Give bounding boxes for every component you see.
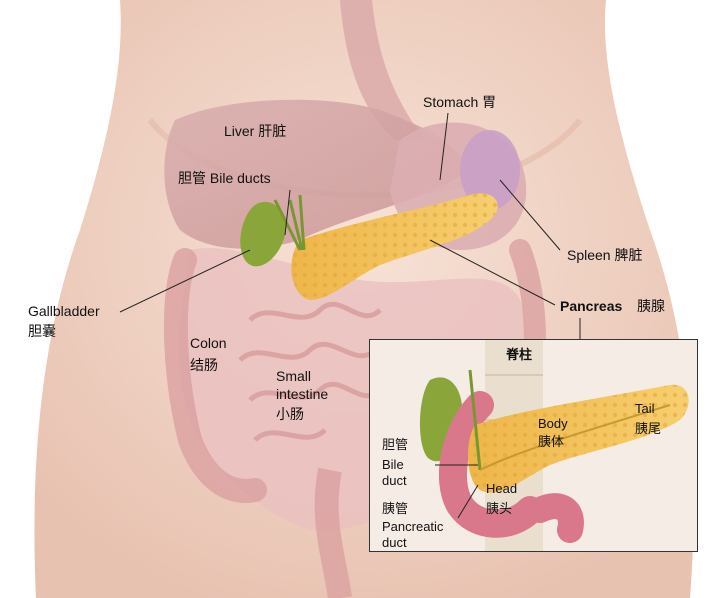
colon	[163, 248, 267, 503]
label-liver: Liver 肝脏	[224, 123, 287, 139]
esophagus	[340, 0, 425, 140]
inset-pancreatic-duct	[479, 404, 671, 471]
pancreas-inset: 脊柱 Body 胰体 Tail 胰尾 Head 胰头 胆管 Bile duct …	[369, 339, 698, 552]
label-bile-ducts: 胆管 Bile ducts	[178, 170, 271, 186]
inset-label-body-en: Body	[538, 416, 568, 431]
inset-label-body-zh: 胰体	[538, 434, 565, 449]
leader-lines	[119, 112, 581, 345]
inset-bile-duct	[468, 369, 482, 471]
label-gallbladder-en: Gallbladder	[28, 303, 100, 319]
label-pancreas-en: Pancreas	[560, 298, 623, 314]
label-small-intestine-1: Small	[276, 368, 312, 384]
spleen	[460, 130, 520, 210]
label-spleen: Spleen 脾脏	[567, 247, 643, 263]
inset-label-spine: 脊柱	[506, 347, 533, 362]
inset-label-pancreatic-duct-2: duct	[382, 535, 407, 550]
label-small-intestine-zh: 小肠	[276, 406, 304, 422]
gallbladder	[240, 201, 286, 267]
rectum	[314, 467, 352, 598]
liver	[164, 99, 470, 249]
inset-label-head-en: Head	[486, 481, 518, 496]
label-stomach: Stomach 胃	[423, 94, 497, 110]
small-intestine	[238, 301, 382, 442]
inset-label-tail-en: Tail	[635, 401, 655, 416]
inset-label-bile-duct-zh: 胆管	[382, 437, 409, 452]
inset-label-head-zh: 胰头	[486, 501, 513, 516]
label-gallbladder-zh: 胆囊	[28, 323, 56, 339]
inset-label-tail-zh: 胰尾	[635, 421, 662, 436]
label-pancreas-zh: 胰腺	[637, 298, 665, 314]
inset-label-pancreatic-duct-1: Pancreatic	[382, 519, 444, 534]
inset-label-bile-duct-2: duct	[382, 473, 407, 488]
label-colon-zh: 结肠	[190, 357, 218, 373]
duodenum	[439, 391, 544, 538]
bile-duct-lines	[273, 194, 306, 251]
label-colon-en: Colon	[190, 335, 227, 351]
inset-illustration	[370, 340, 697, 551]
label-small-intestine-2: intestine	[276, 386, 329, 402]
inset-label-bile-duct-1: Bile	[382, 457, 404, 472]
inset-label-pancreatic-duct-zh: 胰管	[382, 501, 409, 516]
